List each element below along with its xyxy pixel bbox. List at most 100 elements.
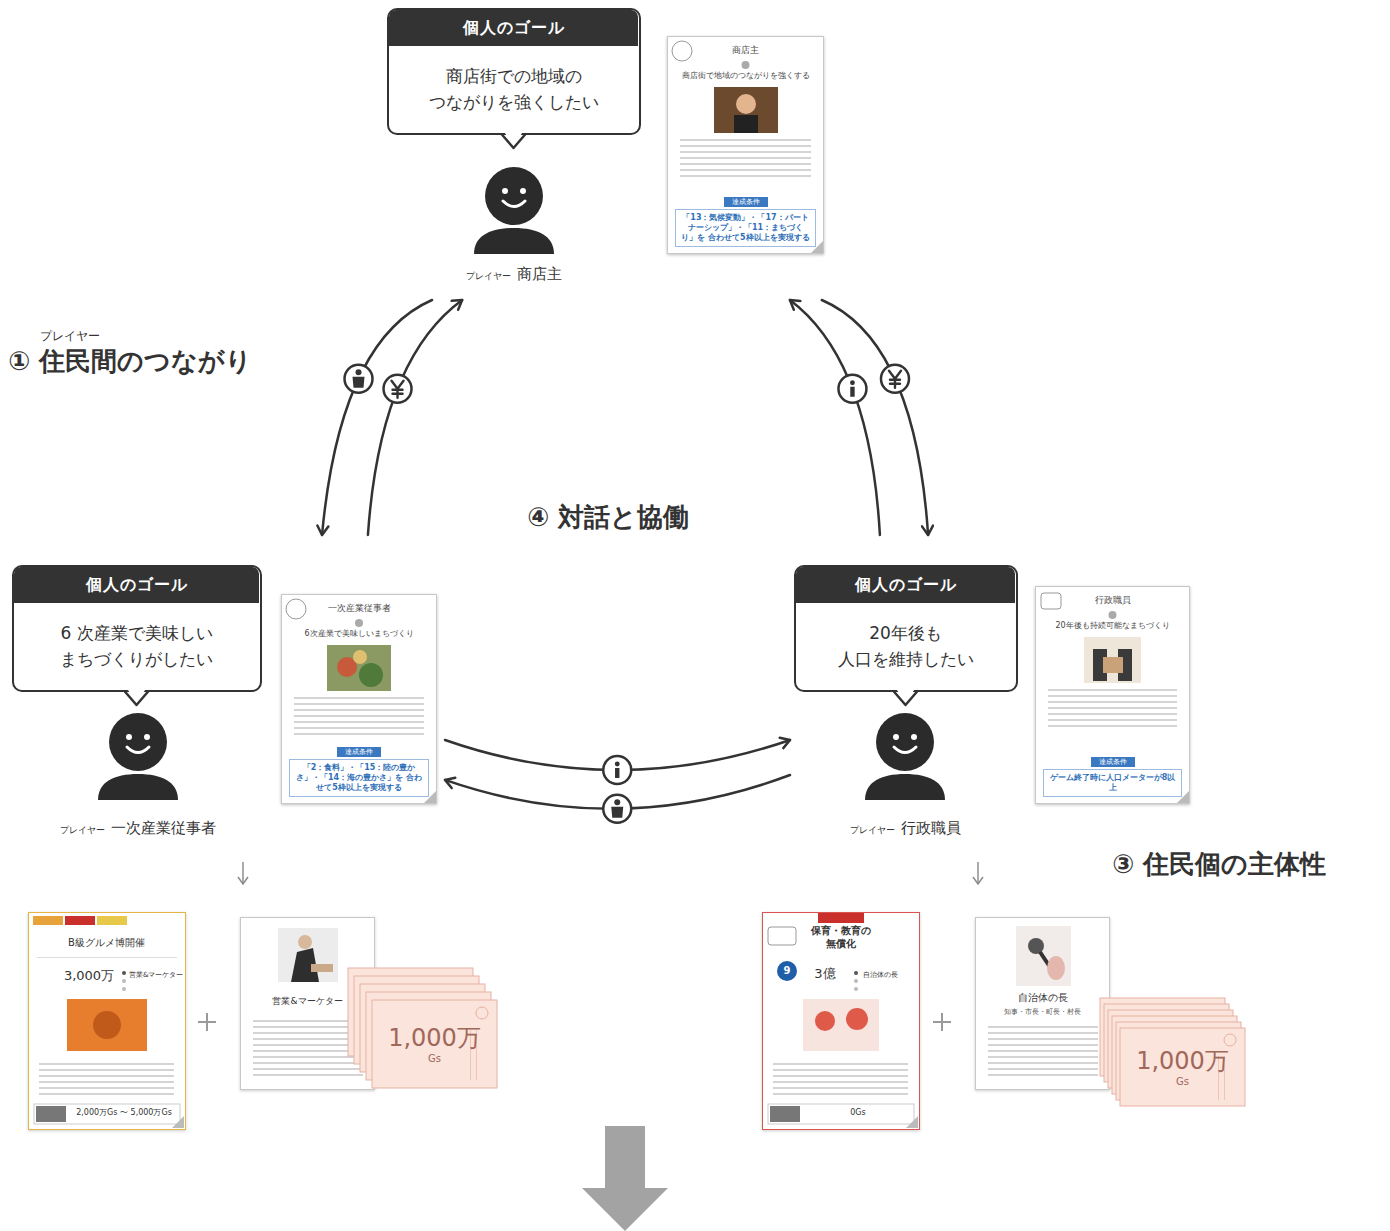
money-amount: 1,000万 <box>372 1023 497 1053</box>
decor-path <box>172 1116 184 1128</box>
decor-rect <box>1103 657 1123 673</box>
decor-rect <box>773 1059 908 1099</box>
decor-rect <box>605 1126 645 1190</box>
decor-circle <box>603 756 631 784</box>
goal-text: 6 次産業で美味しい まちづくりがしたい <box>37 620 237 673</box>
card-title: 行政職員 <box>1040 595 1185 606</box>
card-subtitle: 20年後も持続可能なまちづくり <box>1041 621 1184 631</box>
decor-circle <box>854 987 858 991</box>
decor-rect <box>97 916 127 925</box>
decor-circle <box>854 979 858 983</box>
decor-circle <box>846 1008 868 1030</box>
decor-circle <box>742 61 750 69</box>
decor-line <box>941 1013 943 1031</box>
decor-rect <box>311 964 333 972</box>
condition-tag: 達成条件 <box>724 197 768 207</box>
decor-rect <box>1084 637 1141 683</box>
role-title: 営業&マーケター <box>245 996 370 1007</box>
required-role: 自治体の長 <box>863 971 915 980</box>
decor-path <box>889 371 901 388</box>
decor-circle <box>384 375 412 403</box>
role-title: 自治体の長 <box>980 992 1105 1005</box>
achievement-condition: ゲーム終了時に人口メーターが8以上 <box>1043 769 1182 797</box>
person-icon <box>603 795 631 823</box>
decor-circle <box>876 713 934 771</box>
decor-polygon <box>582 1188 668 1231</box>
yen-icon <box>384 375 412 403</box>
decor-circle <box>672 41 692 61</box>
decor-circle <box>1109 611 1117 619</box>
small-down-arrow <box>238 862 983 884</box>
decor-rect <box>327 645 391 691</box>
big-down-arrow <box>582 1126 668 1231</box>
decor-line <box>206 1013 208 1031</box>
flow-arrow <box>322 300 432 535</box>
card-title: 一次産業従事者 <box>286 603 432 614</box>
info-icon <box>838 375 866 403</box>
decor-circle <box>109 713 167 771</box>
decor-circle <box>736 94 756 114</box>
project-return: 2,000万Gs 〜 5,000万Gs <box>69 1108 179 1118</box>
decor-rect <box>1016 926 1071 986</box>
decor-rect <box>770 1106 800 1122</box>
decor-rect <box>36 1106 66 1122</box>
role-card: 自治体の長知事・市長・町長・村長 <box>975 917 1110 1090</box>
section-label: ④ 対話と協働 <box>527 500 689 535</box>
money-unit: Gs <box>372 1053 497 1066</box>
decor-path <box>127 747 149 753</box>
player-name: 商店主 <box>517 265 562 283</box>
decor-rect <box>33 916 63 925</box>
decor-path <box>501 134 526 149</box>
decor-circle <box>893 734 899 740</box>
yen-icon <box>881 365 909 393</box>
project-cost: 3,000万 <box>59 968 119 984</box>
goal-card: 一次産業従事者6次産業で美味しいまちづくり「2：食料」・「15：陸の豊かさ」・「… <box>281 594 437 804</box>
card-illustration <box>976 918 1109 1089</box>
player-caption: プレイヤー <box>60 825 105 835</box>
decor-circle <box>502 188 508 194</box>
decor-circle <box>881 365 909 393</box>
goal-text: 商店街での地域の つながりを強くしたい <box>414 63 614 116</box>
player-group: 個人のゴール6 次産業で美味しい まちづくりがしたい 一次産業従事者 6次産業で美… <box>12 535 445 840</box>
decor-rect <box>818 913 864 923</box>
player-label: プレイヤー行政職員 <box>795 818 1015 838</box>
decor-path <box>124 691 149 706</box>
number-badge: 9 <box>777 961 797 981</box>
decor-rect <box>988 1026 1098 1078</box>
player-name: 一次産業従事者 <box>111 819 216 837</box>
money-unit: Gs <box>1120 1076 1245 1089</box>
project-cost: 3億 <box>805 966 845 982</box>
decor-path <box>906 1116 918 1128</box>
decor-rect <box>67 999 147 1051</box>
goal-speech-bubble: 個人のゴール商店街での地域の つながりを強くしたい <box>387 8 641 135</box>
bubble-header: 個人のゴール <box>796 567 1015 603</box>
decor-path <box>611 807 623 818</box>
decor-circle <box>615 762 620 767</box>
money-card: 1,000万Gs <box>372 1000 497 1088</box>
decor-rect <box>803 999 879 1051</box>
decor-path <box>503 201 525 207</box>
decor-circle <box>911 734 917 740</box>
decor-circle <box>144 734 150 740</box>
decor-circle <box>298 935 312 949</box>
decor-rect <box>1041 593 1061 609</box>
decor-rect <box>1120 1028 1245 1106</box>
goal-speech-bubble: 個人のゴール6 次産業で美味しい まちづくりがしたい <box>12 565 262 692</box>
card-subtitle: 6次産業で美味しいまちづくり <box>287 629 431 639</box>
condition-tag: 達成条件 <box>1091 757 1135 767</box>
decor-rect <box>294 695 424 737</box>
role-subtitle: 知事・市長・町長・村長 <box>980 1008 1105 1017</box>
flow-arrow <box>368 300 462 535</box>
flow-arrow <box>822 300 928 535</box>
decor-circle <box>122 971 126 975</box>
person-icon <box>345 365 373 393</box>
decor-rect <box>372 1000 497 1088</box>
decor-path <box>353 377 365 388</box>
decor-rect <box>680 137 811 179</box>
decor-rect <box>65 916 95 925</box>
decor-circle <box>93 1011 121 1039</box>
decor-rect <box>615 768 619 778</box>
player-caption: プレイヤー <box>466 271 511 281</box>
decor-path <box>474 228 554 254</box>
achievement-condition: 「13：気候変動」・「17：パートナーシップ」・「11：まちづくり」を 合わせて… <box>675 209 816 247</box>
